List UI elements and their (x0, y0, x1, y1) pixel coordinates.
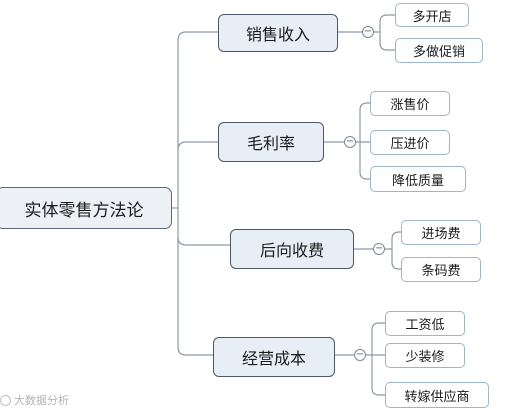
connector-trunk (177, 31, 187, 356)
branch-sales-revenue[interactable]: 销售收入 (218, 14, 338, 52)
connector-margin-children (356, 102, 370, 180)
leaf-raise-price[interactable]: 涨售价 (370, 91, 450, 116)
leaf-lower-purchase-price[interactable]: 压进价 (370, 130, 450, 155)
watermark-logo-icon (0, 394, 11, 406)
leaf-shift-to-suppliers[interactable]: 转嫁供应商 (385, 382, 489, 408)
branch-operating-cost[interactable]: 经营成本 (213, 337, 335, 377)
leaf-slotting-fee[interactable]: 进场费 (401, 220, 481, 245)
root-node[interactable]: 实体零售方法论 (0, 187, 172, 229)
leaf-more-promotions[interactable]: 多做促销 (395, 38, 483, 63)
connector-branch-2 (177, 141, 218, 151)
branch-gross-margin[interactable]: 毛利率 (218, 122, 324, 162)
leaf-less-renovation[interactable]: 少装修 (385, 343, 465, 368)
watermark: 大数据分析 (0, 392, 69, 408)
collapse-toggle-sales[interactable]: − (362, 26, 374, 38)
leaf-reduce-quality[interactable]: 降低质量 (370, 166, 466, 192)
branch-backend-fees[interactable]: 后向收费 (230, 229, 354, 269)
leaf-barcode-fee[interactable]: 条码费 (401, 257, 481, 282)
collapse-toggle-margin[interactable]: − (344, 136, 356, 148)
leaf-low-wages[interactable]: 工资低 (385, 311, 465, 336)
connector-sales-children (374, 14, 395, 51)
collapse-toggle-backend[interactable]: − (373, 243, 385, 255)
watermark-text: 大数据分析 (14, 394, 69, 407)
connector-backend-children (385, 231, 401, 270)
connector-branch-3 (177, 236, 230, 246)
connector-cost-children (366, 322, 385, 396)
leaf-open-more-stores[interactable]: 多开店 (395, 3, 469, 27)
collapse-toggle-cost[interactable]: − (354, 349, 366, 361)
